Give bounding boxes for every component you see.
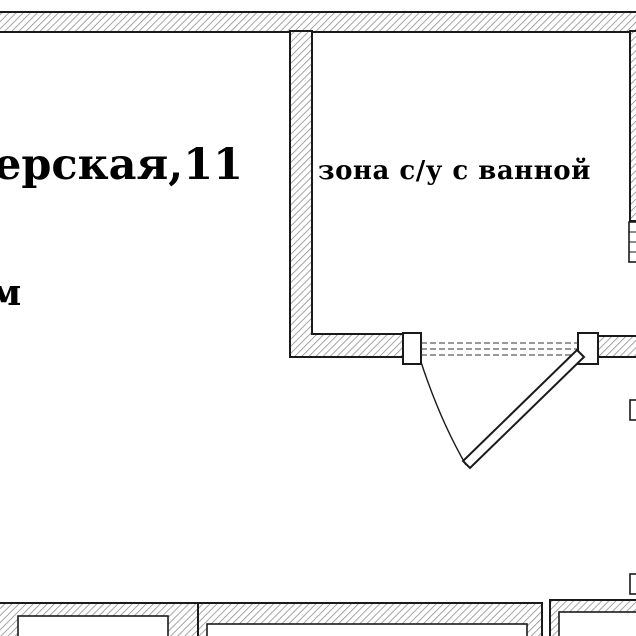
room-label: зона с/у с ванной — [318, 156, 591, 186]
area-label: м — [0, 272, 22, 314]
wall-top — [0, 11, 636, 33]
wall-bottom — [0, 599, 636, 636]
wall-bathroom-right — [577, 30, 636, 595]
door-opening — [421, 342, 578, 356]
address-label: ерская,11 — [0, 140, 244, 190]
door-leaf — [420, 348, 586, 470]
wall-bathroom — [289, 30, 422, 365]
